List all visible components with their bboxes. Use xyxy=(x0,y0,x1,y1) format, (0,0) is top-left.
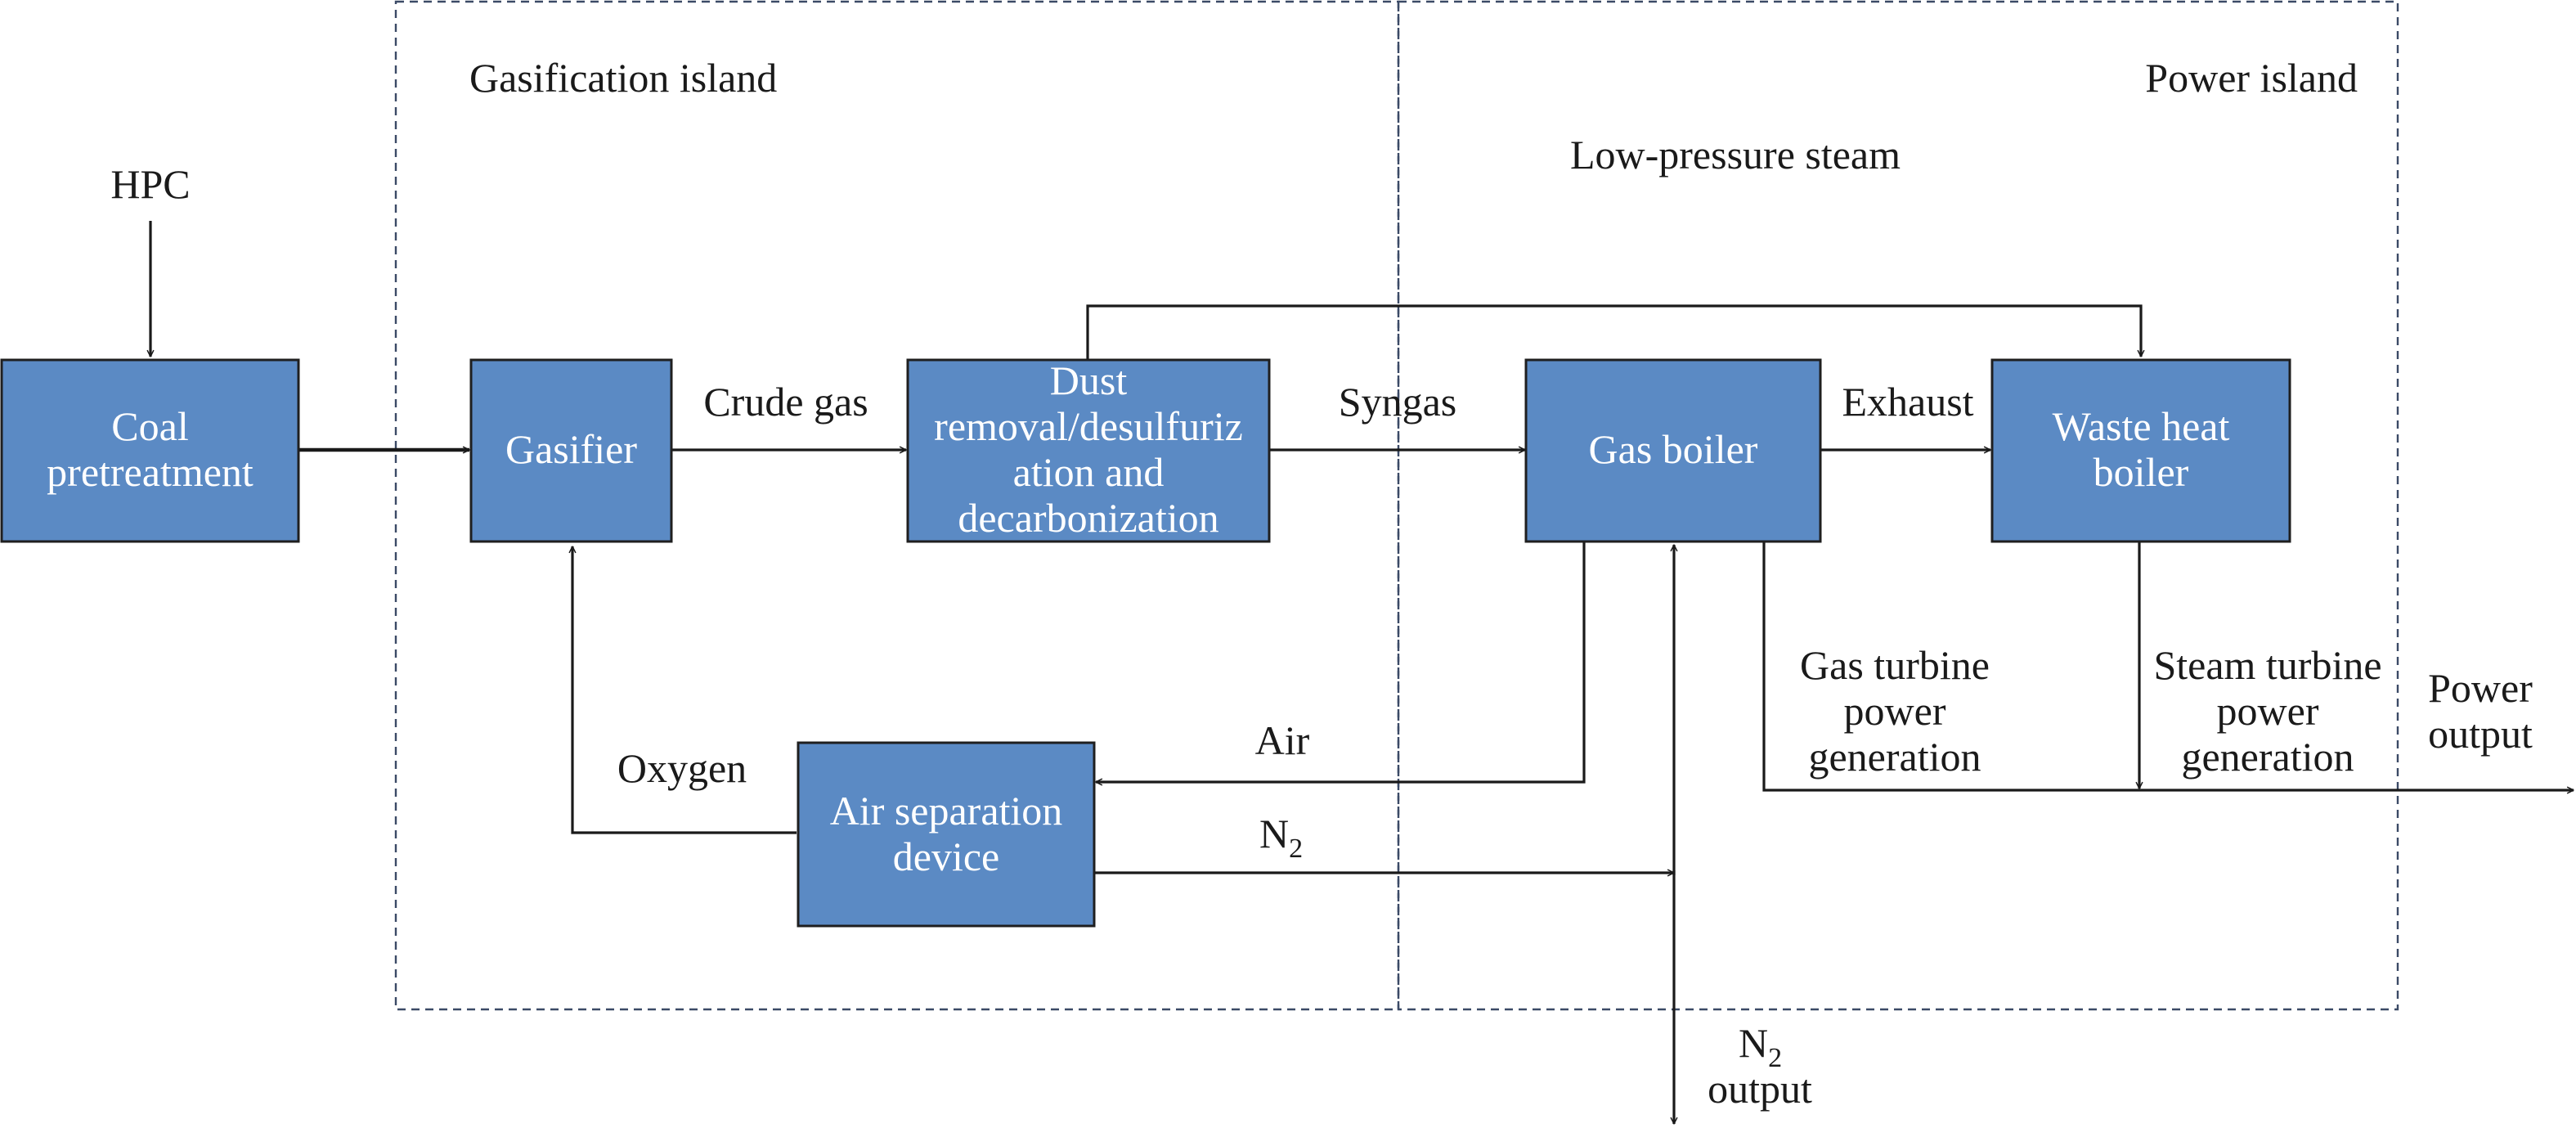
air-label: Air xyxy=(1255,717,1310,763)
svg-text:decarbonization: decarbonization xyxy=(958,495,1218,541)
air-separation-block: Air separation device xyxy=(797,741,1096,928)
gasifier-block: Gasifier xyxy=(469,358,673,543)
n2-label: N2 xyxy=(1259,811,1303,864)
coal-pretreatment-block: Coal pretreatment xyxy=(0,358,300,543)
svg-text:Gas boiler: Gas boiler xyxy=(1589,426,1758,472)
svg-text:Gas turbine: Gas turbine xyxy=(1800,642,1990,688)
dust-removal-block: Dust removal/desulfuriz ation and decarb… xyxy=(906,357,1271,543)
waste-heat-boiler-block: Waste heat boiler xyxy=(1990,358,2291,543)
oxygen-line xyxy=(572,546,797,834)
connectors xyxy=(150,221,2574,1124)
svg-text:pretreatment: pretreatment xyxy=(47,449,254,495)
power-island-label: Power island xyxy=(2145,55,2358,101)
gas-turbine-power-line xyxy=(1762,542,2574,790)
gas-boiler-block: Gas boiler xyxy=(1524,358,1822,543)
svg-text:ation and: ation and xyxy=(1013,449,1165,495)
svg-text:device: device xyxy=(893,834,999,879)
svg-text:output: output xyxy=(2428,711,2533,757)
gasification-island-label: Gasification island xyxy=(469,55,777,101)
hpc-label: HPC xyxy=(110,161,190,207)
svg-text:output: output xyxy=(1708,1066,1812,1112)
low-pressure-steam-label: Low-pressure steam xyxy=(1570,132,1901,178)
svg-text:Coal: Coal xyxy=(111,403,188,449)
n2-output-label: N2 output xyxy=(1708,1020,1812,1112)
exhaust-label: Exhaust xyxy=(1842,379,1973,425)
syngas-label: Syngas xyxy=(1339,379,1456,425)
low-pressure-steam-line xyxy=(1086,304,2141,360)
svg-text:removal/desulfuriz: removal/desulfuriz xyxy=(934,403,1243,449)
crude-gas-label: Crude gas xyxy=(703,379,868,425)
svg-text:boiler: boiler xyxy=(2094,449,2189,495)
steam-turbine-power-generation-label: Steam turbine power generation xyxy=(2153,642,2381,780)
svg-text:Gasifier: Gasifier xyxy=(505,426,637,472)
svg-text:generation: generation xyxy=(1808,734,1981,780)
svg-text:Waste heat: Waste heat xyxy=(2053,403,2230,449)
power-output-label: Power output xyxy=(2428,665,2533,757)
oxygen-label: Oxygen xyxy=(617,745,747,791)
gas-turbine-power-generation-label: Gas turbine power generation xyxy=(1800,642,1990,780)
air-line xyxy=(1096,542,1586,782)
svg-text:Air separation: Air separation xyxy=(830,788,1063,834)
svg-text:Dust: Dust xyxy=(1050,357,1128,403)
svg-text:N2: N2 xyxy=(1739,1020,1782,1073)
svg-text:power: power xyxy=(1844,688,1946,734)
svg-text:generation: generation xyxy=(2181,734,2354,780)
svg-text:Steam turbine: Steam turbine xyxy=(2153,642,2381,688)
svg-text:power: power xyxy=(2217,688,2319,734)
power-island-region xyxy=(1397,0,2399,1011)
svg-text:Power: Power xyxy=(2428,665,2533,711)
